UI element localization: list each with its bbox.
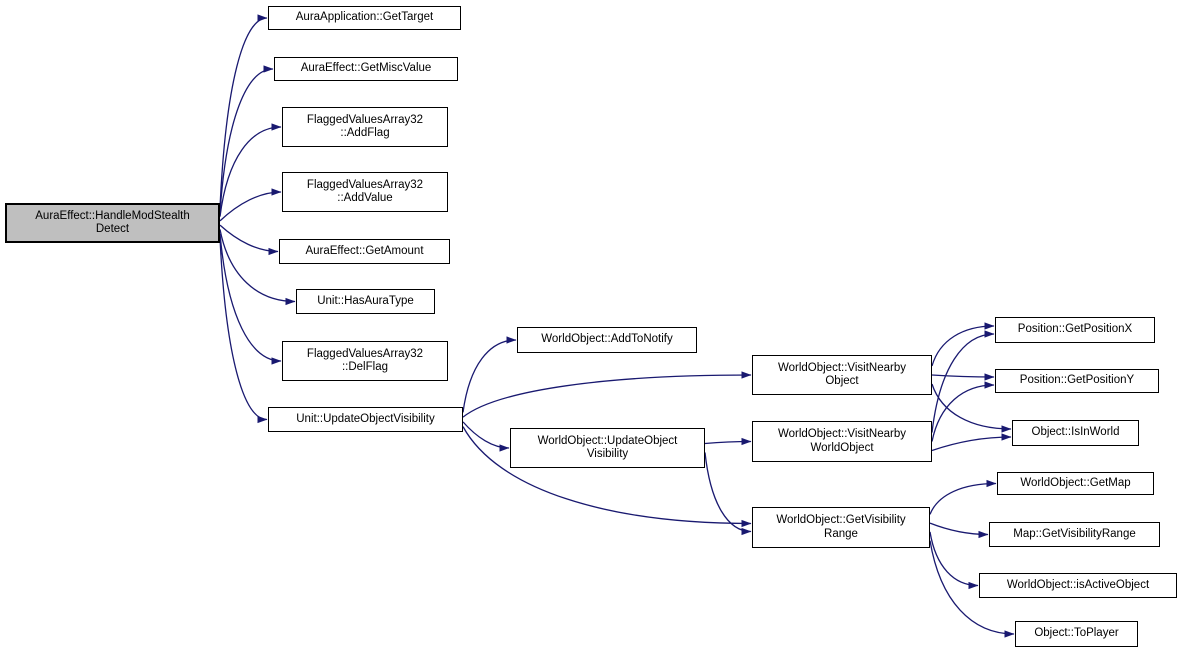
- node-add_value[interactable]: FlaggedValuesArray32 ::AddValue: [282, 172, 448, 212]
- node-del_flag[interactable]: FlaggedValuesArray32 ::DelFlag: [282, 341, 448, 381]
- edge-visit_nearby_object-to-get_position_x: [931, 322, 995, 367]
- node-visit_nearby_object[interactable]: WorldObject::VisitNearby Object: [752, 355, 932, 395]
- edge-get_visibility_range-to-get_map: [929, 479, 997, 515]
- node-to_player[interactable]: Object::ToPlayer: [1015, 621, 1138, 647]
- edge-visit_nearby_worldobject-to-get_position_y: [931, 381, 995, 442]
- edge-unit_update_vis-to-wo_update_vis: [462, 421, 510, 452]
- edge-visit_nearby_object-to-get_position_y: [931, 373, 995, 381]
- node-get_visibility_range[interactable]: WorldObject::GetVisibility Range: [752, 507, 930, 548]
- edge-unit_update_vis-to-get_visibility_range: [462, 426, 752, 528]
- edge-visit_nearby_object-to-is_in_world: [931, 383, 1012, 433]
- node-visit_nearby_worldobject[interactable]: WorldObject::VisitNearby WorldObject: [752, 421, 932, 462]
- edge-get_visibility_range-to-map_get_visibility_range: [929, 522, 989, 539]
- edge-main-to-has_aura_type: [219, 229, 296, 306]
- node-get_amount[interactable]: AuraEffect::GetAmount: [279, 239, 450, 264]
- node-get_position_x[interactable]: Position::GetPositionX: [995, 317, 1155, 343]
- edge-main-to-unit_update_vis: [219, 237, 268, 424]
- edge-main-to-add_flag: [219, 123, 282, 217]
- edge-wo_update_vis-to-visit_nearby_worldobject: [704, 437, 752, 446]
- node-get_map[interactable]: WorldObject::GetMap: [997, 472, 1154, 495]
- node-wo_update_vis[interactable]: WorldObject::UpdateObject Visibility: [510, 428, 705, 468]
- edge-unit_update_vis-to-visit_nearby_object: [462, 371, 752, 418]
- edge-main-to-del_flag: [219, 233, 282, 365]
- edge-main-to-get_amount: [219, 224, 279, 256]
- node-add_flag[interactable]: FlaggedValuesArray32 ::AddFlag: [282, 107, 448, 147]
- edge-get_visibility_range-to-to_player: [929, 540, 1015, 638]
- node-unit_update_vis[interactable]: Unit::UpdateObjectVisibility: [268, 407, 463, 432]
- node-is_active_object[interactable]: WorldObject::isActiveObject: [979, 573, 1177, 598]
- edge-unit_update_vis-to-add_to_notify: [462, 336, 517, 413]
- node-is_in_world[interactable]: Object::IsInWorld: [1012, 420, 1139, 446]
- edge-visit_nearby_worldobject-to-get_position_x: [931, 330, 995, 433]
- edge-main-to-get_target: [219, 14, 268, 209]
- edge-main-to-get_misc_value: [219, 65, 274, 213]
- node-get_target[interactable]: AuraApplication::GetTarget: [268, 6, 461, 30]
- edge-visit_nearby_worldobject-to-is_in_world: [931, 433, 1012, 452]
- node-main: AuraEffect::HandleModStealth Detect: [5, 203, 220, 243]
- edge-wo_update_vis-to-get_visibility_range: [704, 452, 752, 536]
- node-get_position_y[interactable]: Position::GetPositionY: [995, 369, 1159, 393]
- node-add_to_notify[interactable]: WorldObject::AddToNotify: [517, 327, 697, 353]
- node-map_get_visibility_range[interactable]: Map::GetVisibilityRange: [989, 522, 1160, 547]
- node-has_aura_type[interactable]: Unit::HasAuraType: [296, 289, 435, 314]
- node-get_misc_value[interactable]: AuraEffect::GetMiscValue: [274, 57, 458, 81]
- edge-main-to-add_value: [219, 188, 282, 222]
- edge-get_visibility_range-to-is_active_object: [929, 531, 979, 590]
